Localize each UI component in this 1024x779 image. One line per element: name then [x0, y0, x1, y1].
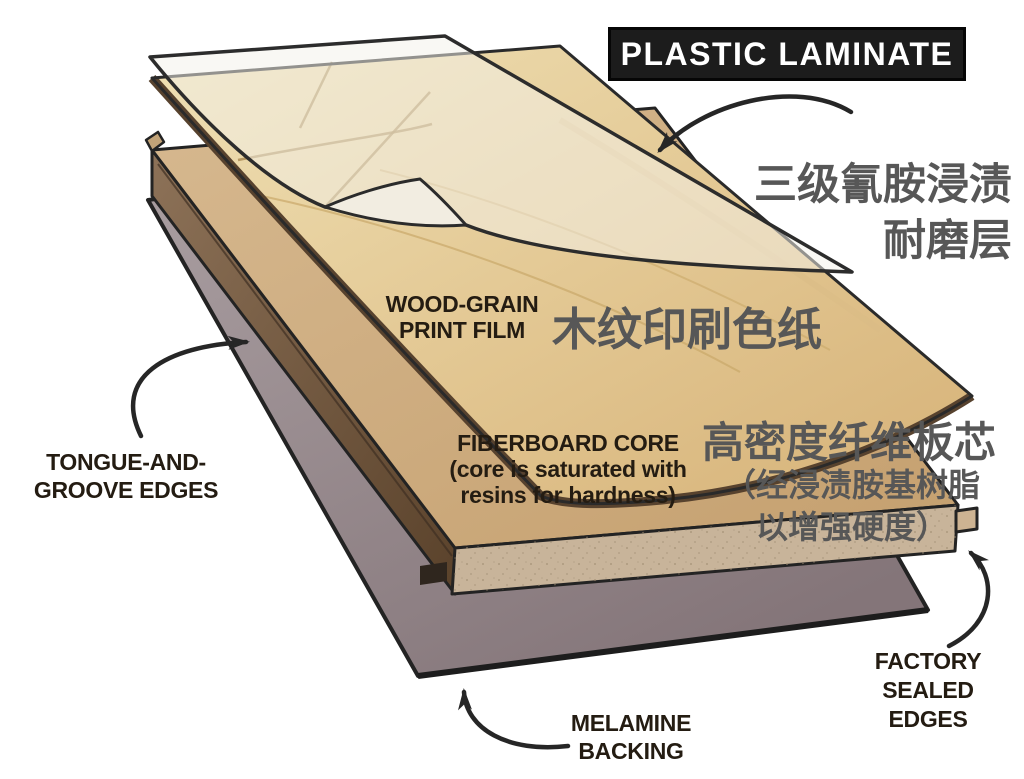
groove-notch	[420, 562, 447, 585]
tongue-groove-label: TONGUE-AND- GROOVE EDGES	[33, 449, 219, 503]
melamine-backing-label: MELAMINE BACKING	[570, 710, 692, 764]
melamine-backing-arrow	[458, 688, 571, 750]
wear-layer-arrow	[657, 94, 854, 153]
fiberboard-core-sublabel-zh: （经浸渍胺基树脂 以增强硬度）	[723, 467, 980, 546]
print-film-label-en: WOOD-GRAIN PRINT FILM	[385, 291, 539, 343]
factory-edges-label: FACTORY SEALED EDGES	[874, 648, 982, 732]
fiberboard-core-label-en: FIBERBOARD CORE (core is saturated with …	[449, 430, 687, 508]
title-box: PLASTIC LAMINATE	[608, 27, 966, 81]
clear-wear-layer	[148, 34, 854, 274]
title-box-label: PLASTIC LAMINATE	[620, 35, 954, 72]
fiberboard-core-label-zh: 高密度纤维板芯	[702, 419, 997, 466]
tongue-profile-left	[144, 130, 166, 153]
factory-edges-arrow	[946, 550, 991, 649]
print-film-label-zh: 木纹印刷色纸	[552, 304, 823, 355]
annotation-arrows	[130, 94, 991, 750]
factory-edge-tongue	[954, 506, 979, 534]
wear-layer-label-zh: 三级氰胺浸渍 耐磨层	[754, 161, 1012, 265]
film-curl-flap	[323, 177, 468, 228]
tongue-groove-arrow	[130, 335, 250, 439]
